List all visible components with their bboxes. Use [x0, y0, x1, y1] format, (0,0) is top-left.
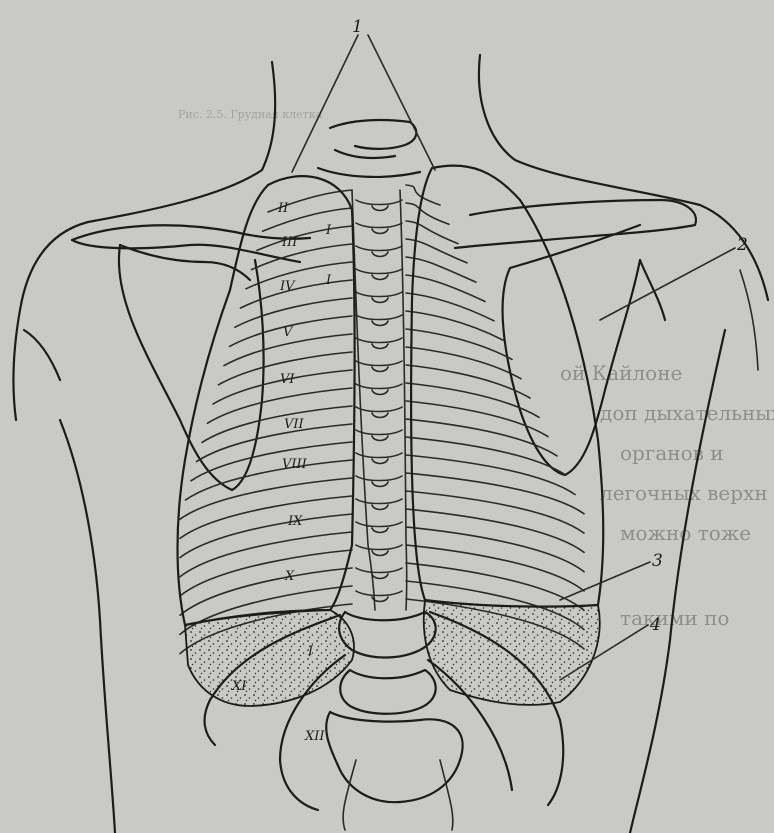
- right-arm-line: [740, 270, 758, 370]
- spinous-process-6: [356, 315, 402, 326]
- vertebral-column: [318, 120, 463, 830]
- rib-right-7: [406, 293, 494, 321]
- cervical-vertebrae: [318, 120, 420, 177]
- rib-right-20: [406, 527, 584, 572]
- left-flank: [60, 420, 115, 833]
- rib-label-v: V: [283, 325, 294, 340]
- pelvis-left-wing: [343, 760, 356, 830]
- rib-label-iii: III: [281, 235, 298, 250]
- spinous-process-4: [356, 269, 402, 280]
- spinous-process-5: [356, 292, 402, 303]
- spine-right-edge: [400, 190, 407, 610]
- rib-right-6: [406, 275, 485, 302]
- spinous-process-16: [356, 545, 402, 556]
- left-acromion: [120, 245, 250, 280]
- left-pleural-recess: [185, 610, 354, 706]
- left-lung-outline: [178, 176, 355, 625]
- rib-label-right-2: I: [325, 273, 332, 288]
- spinous-processes: [356, 200, 402, 602]
- left-scapula: [119, 245, 264, 490]
- rib-label-vii: VII: [284, 417, 305, 432]
- right-lung-outline: [411, 166, 603, 607]
- rib-left-19: [180, 514, 352, 558]
- leader-2: [600, 248, 735, 320]
- pelvis-right-wing: [440, 760, 453, 830]
- rib-label-ix: IX: [287, 514, 303, 529]
- shoulder-girdle: [72, 200, 696, 490]
- spinous-process-15: [356, 522, 402, 533]
- pleural-recesses: [185, 600, 600, 706]
- rib-right-13: [406, 401, 548, 437]
- rib-label-x: X: [284, 569, 295, 584]
- rib-right-12: [406, 383, 539, 417]
- rib-label-right-1: I: [325, 223, 332, 238]
- rib-right-9: [406, 329, 512, 359]
- spinous-process-10: [356, 407, 402, 418]
- spinous-process-17: [356, 568, 402, 579]
- leader-1-left: [292, 35, 358, 172]
- leader-3: [560, 562, 650, 600]
- rib-right-5: [406, 257, 476, 282]
- callout-3: 3: [652, 551, 663, 571]
- rib-label-right-3: I: [307, 644, 314, 659]
- rib-left-12: [208, 388, 353, 423]
- rib-left-13: [202, 406, 352, 442]
- rib-label-viii: VIII: [282, 457, 308, 472]
- rib-right-14: [406, 419, 557, 456]
- rib-right-16: [406, 455, 575, 495]
- bleed-through-caption: Рис. 2.5. Грудная клетка: [178, 108, 323, 121]
- rib-left-4: [252, 244, 353, 270]
- rib-label-ii: II: [277, 201, 289, 216]
- rib-label-xi: XI: [231, 679, 247, 694]
- spinous-process-1: [356, 200, 402, 211]
- bleed-through-line-4: легочных верхн: [600, 481, 768, 505]
- spinous-process-9: [356, 384, 402, 395]
- spinous-process-3: [356, 246, 402, 257]
- spinous-process-13: [356, 476, 402, 487]
- rib-label-vi: VI: [280, 372, 295, 387]
- bleed-through-line-3: органов и: [620, 441, 724, 465]
- rib-label-xii: XII: [304, 729, 325, 744]
- rib-left-14: [197, 424, 353, 462]
- neck-right: [479, 55, 768, 300]
- right-clavicle: [455, 200, 696, 248]
- rib-right-2: [406, 203, 449, 224]
- spinous-process-18: [356, 591, 402, 602]
- spinous-process-7: [356, 338, 402, 349]
- left-arm-line: [24, 330, 60, 380]
- callout-2: 2: [736, 235, 748, 255]
- spinous-process-14: [356, 499, 402, 510]
- bleed-through-line-2: доп дыхательных: [600, 401, 774, 425]
- callout-1: 1: [352, 17, 363, 37]
- rib-left-15: [191, 442, 352, 481]
- bleed-through-line-1: ой Кайлоне: [560, 361, 682, 385]
- right-pleural-recess: [424, 600, 600, 705]
- spinous-process-8: [356, 361, 402, 372]
- right-scapula: [503, 225, 665, 475]
- rib-left-22: [180, 568, 352, 615]
- rib-label-iv: IV: [279, 279, 296, 294]
- bleed-through-line-6: такими по: [620, 606, 729, 630]
- callout-4: 4: [649, 615, 661, 635]
- spinous-process-2: [356, 223, 402, 234]
- rib-right-8: [406, 311, 503, 340]
